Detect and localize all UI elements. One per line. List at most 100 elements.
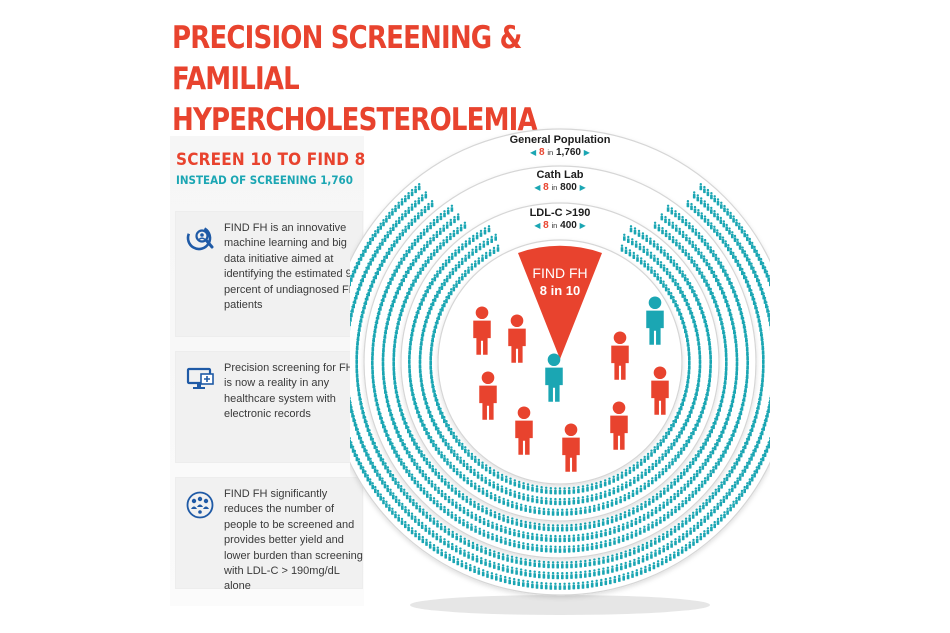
tiny-person [713, 210, 716, 218]
tiny-person [443, 525, 447, 533]
tiny-person [443, 505, 446, 514]
tiny-person [704, 438, 707, 446]
tiny-person [513, 540, 516, 548]
tiny-person [395, 265, 398, 273]
tiny-person [649, 251, 653, 259]
tiny-person [574, 507, 578, 515]
tiny-person [458, 516, 461, 524]
tiny-person [522, 542, 525, 550]
tiny-person [404, 225, 407, 233]
tiny-person [522, 482, 525, 490]
tiny-person [502, 497, 505, 505]
tiny-person [612, 487, 616, 495]
tiny-person [696, 194, 700, 202]
tiny-person [692, 427, 695, 436]
tiny-person [723, 204, 726, 213]
tiny-person [467, 251, 471, 259]
tiny-person [715, 274, 718, 283]
tiny-person [658, 504, 662, 512]
tiny-person [531, 532, 534, 540]
tiny-person [381, 238, 384, 246]
tiny-person [556, 561, 559, 569]
tiny-person [628, 548, 632, 557]
tiny-person [444, 439, 448, 447]
tiny-person [570, 508, 573, 516]
tiny-person [606, 566, 610, 574]
tiny-person [738, 242, 742, 250]
tiny-person [628, 560, 632, 568]
tiny-person [528, 559, 532, 567]
tiny-person [402, 462, 406, 470]
tiny-person [519, 503, 523, 511]
tiny-person [588, 521, 592, 529]
tiny-person [711, 292, 714, 300]
tiny-person [600, 578, 603, 586]
tiny-person [427, 476, 431, 485]
tiny-person [414, 185, 417, 194]
tiny-person [563, 497, 566, 506]
tiny-person [703, 200, 706, 208]
tiny-person [368, 237, 372, 245]
tiny-person [373, 465, 377, 473]
tiny-person [722, 265, 725, 273]
tiny-person [703, 238, 707, 247]
tiny-person [447, 424, 451, 432]
tiny-person [462, 506, 466, 514]
tiny-person [393, 240, 396, 248]
tiny-person [713, 520, 716, 529]
tiny-person [411, 259, 415, 267]
tiny-person [710, 509, 713, 517]
tiny-person [524, 504, 527, 512]
tiny-person [615, 514, 618, 522]
tiny-person [636, 505, 639, 513]
tiny-person [650, 266, 653, 274]
tiny-person [366, 474, 370, 482]
tiny-person [478, 527, 482, 535]
tiny-person [397, 216, 401, 224]
tiny-person [750, 241, 754, 249]
tiny-person [669, 495, 673, 504]
tiny-person [677, 523, 681, 531]
tiny-person [511, 517, 514, 525]
tiny-person [364, 245, 367, 253]
tiny-person [586, 495, 589, 503]
tiny-person [429, 252, 433, 260]
tiny-person [369, 457, 372, 465]
tiny-person [748, 478, 752, 486]
tiny-person [477, 257, 481, 265]
tiny-person [434, 423, 438, 431]
tiny-person [602, 556, 605, 564]
tiny-person [425, 538, 428, 546]
tiny-person [499, 574, 502, 582]
tiny-person [645, 234, 648, 242]
tiny-person [648, 564, 651, 572]
tiny-person [499, 524, 503, 533]
tiny-person [643, 482, 647, 490]
tiny-person [486, 531, 490, 539]
tiny-person [397, 454, 401, 462]
tiny-person [371, 254, 375, 262]
tiny-person [611, 565, 614, 573]
tiny-person [678, 242, 681, 250]
tiny-person [481, 254, 484, 262]
tiny-person [424, 260, 427, 268]
tiny-person [460, 560, 464, 568]
tiny-person [549, 534, 553, 542]
tiny-person [441, 304, 444, 312]
tiny-person [420, 247, 423, 256]
tiny-person [348, 396, 351, 405]
tiny-person [355, 454, 359, 462]
tiny-person [691, 240, 694, 248]
tiny-person [490, 235, 493, 243]
tiny-person [439, 503, 443, 511]
tiny-person [627, 509, 631, 517]
tiny-person [697, 484, 701, 492]
tiny-person [753, 470, 756, 478]
tiny-person [636, 254, 639, 262]
tiny-person [442, 224, 445, 232]
tiny-person [750, 453, 753, 461]
tiny-person [577, 544, 580, 552]
tiny-person [488, 249, 492, 257]
tiny-person [654, 459, 658, 467]
tiny-person [732, 251, 735, 259]
